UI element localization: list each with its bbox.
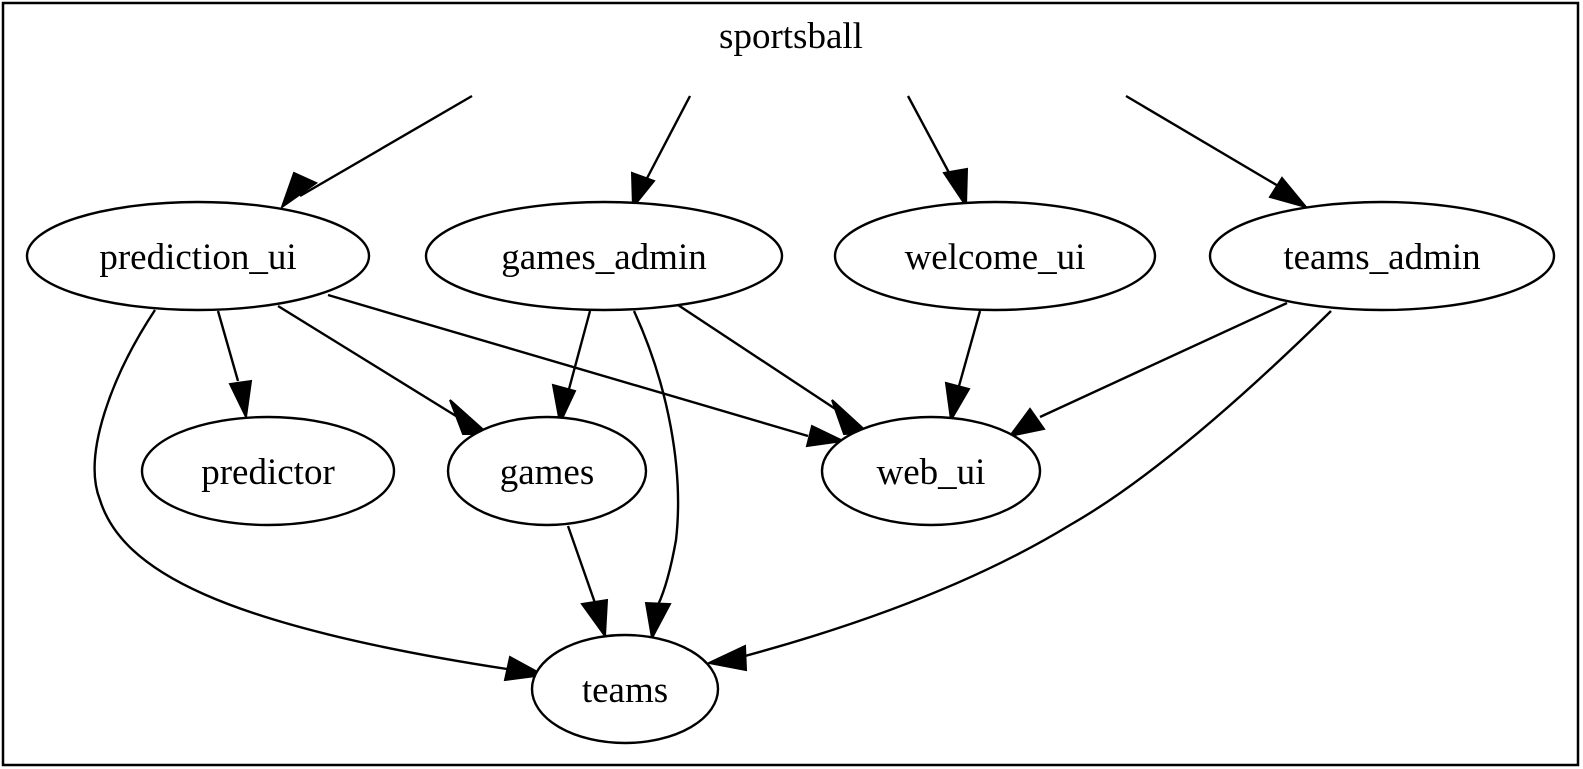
edge-teams-admin-to-web-ui	[1007, 301, 1288, 438]
node-teams[interactable]: teams	[530, 633, 720, 745]
edge-entry-games-admin	[630, 95, 692, 210]
edge-prediction-ui-to-web-ui	[327, 293, 847, 448]
edge-games-to-teams	[566, 525, 609, 639]
node-games-admin[interactable]: games_admin	[424, 200, 784, 312]
edge-entry-prediction-ui	[280, 94, 473, 210]
edge-entry-welcome-ui	[906, 95, 969, 210]
node-label-games-admin: games_admin	[501, 237, 707, 278]
edge-prediction-ui-to-predictor	[216, 310, 253, 421]
node-label-web-ui: web_ui	[877, 452, 986, 493]
node-label-games: games	[500, 452, 595, 493]
node-predictor[interactable]: predictor	[140, 415, 396, 527]
edge-games-admin-to-games	[551, 310, 592, 427]
node-prediction-ui[interactable]: prediction_ui	[25, 200, 371, 312]
node-games[interactable]: games	[446, 415, 648, 527]
graph-title: sportsball	[719, 16, 863, 57]
node-label-prediction-ui: prediction_ui	[99, 237, 296, 278]
edge-welcome-ui-to-web-ui	[944, 310, 982, 424]
node-label-teams: teams	[582, 670, 668, 711]
node-web-ui[interactable]: web_ui	[820, 415, 1042, 527]
edge-games-admin-to-teams	[632, 310, 680, 642]
node-label-predictor: predictor	[201, 452, 335, 493]
edge-entry-teams-admin	[1125, 94, 1309, 209]
edge-teams-admin-to-teams	[705, 310, 1332, 672]
edge-prediction-ui-to-teams	[93, 309, 547, 682]
node-welcome-ui[interactable]: welcome_ui	[833, 200, 1157, 312]
node-label-welcome-ui: welcome_ui	[905, 237, 1086, 278]
node-label-teams-admin: teams_admin	[1283, 237, 1480, 278]
node-teams-admin[interactable]: teams_admin	[1208, 200, 1556, 312]
